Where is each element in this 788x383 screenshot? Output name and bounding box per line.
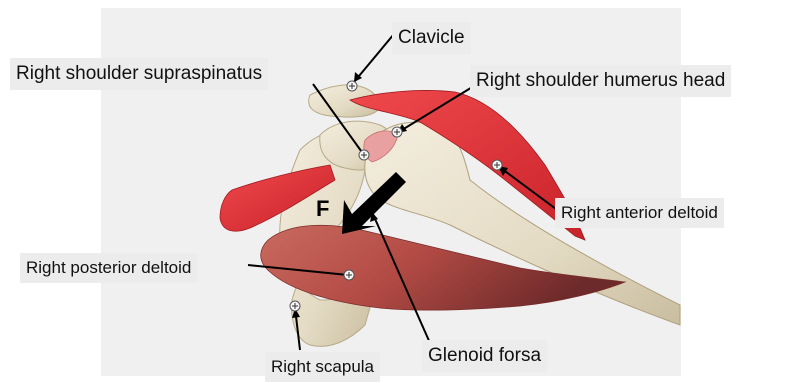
label-posterior-deltoid: Right posterior deltoid [20, 253, 197, 283]
marker-supraspinatus [359, 150, 369, 160]
marker-clavicle [347, 81, 357, 91]
label-scapula: Right scapula [265, 352, 380, 382]
marker-scapula [290, 301, 300, 311]
label-supraspinatus: Right shoulder supraspinatus [10, 58, 268, 90]
force-label: F [316, 196, 329, 222]
marker-humerus-head [392, 127, 402, 137]
label-humerus-head: Right shoulder humerus head [470, 65, 731, 97]
label-glenoid: Glenoid forsa [422, 340, 547, 372]
label-anterior-deltoid: Right anterior deltoid [555, 198, 724, 228]
marker-posterior-deltoid [344, 270, 354, 280]
marker-anterior-deltoid [492, 160, 502, 170]
label-clavicle: Clavicle [392, 22, 471, 54]
leader-line-clavicle [354, 34, 394, 82]
